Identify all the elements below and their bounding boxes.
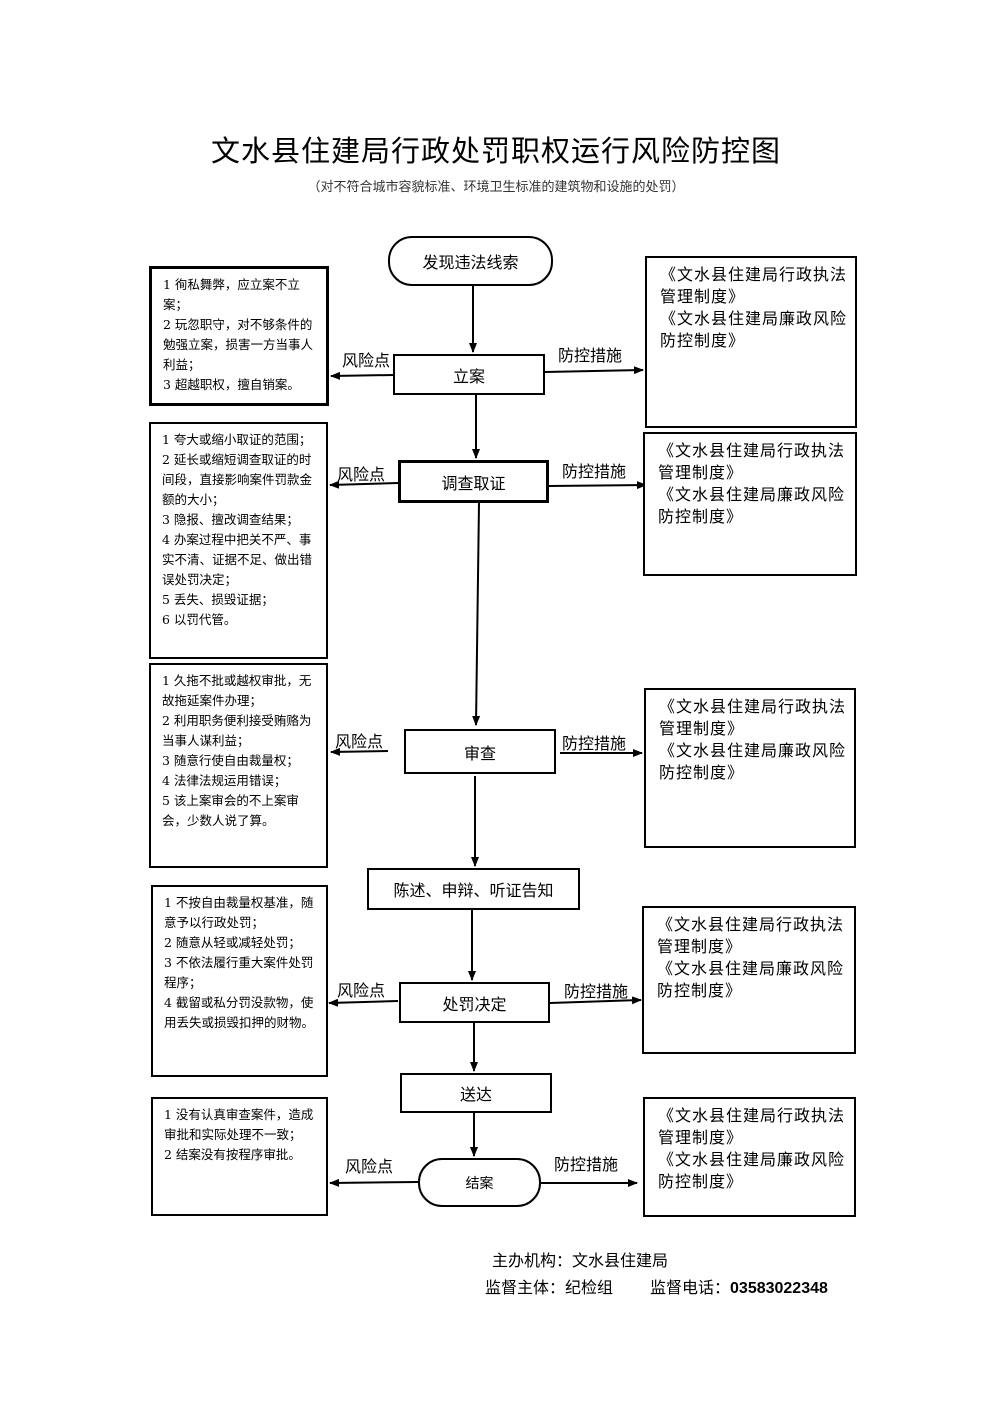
risk-item: 3 隐报、擅改调查结果； bbox=[162, 512, 299, 527]
risk-label-review: 风险点 bbox=[335, 732, 384, 751]
risk-box-investigate: 1 夸大或缩小取证的范围； 2 延长或缩短调查取证的时间段，直接影响案件罚款金额… bbox=[149, 422, 328, 659]
footer-phone-number: 03583022348 bbox=[730, 1280, 828, 1297]
arrow-investigate-risk bbox=[329, 480, 399, 489]
risk-item: 1 徇私舞弊，应立案不立案； bbox=[163, 277, 300, 312]
risk-item: 5 丢失、损毁证据； bbox=[162, 592, 274, 607]
control-item: 《文水县住建局行政执法管理制度》 bbox=[657, 915, 845, 956]
risk-item: 2 利用职务便利接受贿赂为当事人谋利益； bbox=[162, 713, 312, 748]
risk-box-decide: 1 不按自由裁量权基准，随意予以行政处罚； 2 随意从轻或减轻处罚； 3 不依法… bbox=[151, 885, 328, 1077]
arrow-review-risk bbox=[330, 747, 389, 756]
control-box-close: 《文水县住建局行政执法管理制度》 《文水县住建局廉政风险防控制度》 bbox=[643, 1097, 856, 1217]
control-box-decide: 《文水县住建局行政执法管理制度》 《文水县住建局廉政风险防控制度》 bbox=[642, 906, 856, 1054]
risk-item: 4 截留或私分罚没款物，使用丢失或损毁扣押的财物。 bbox=[164, 995, 315, 1030]
arrow-decide-control bbox=[549, 996, 642, 1005]
risk-item: 1 久拖不批或越权审批，无故拖延案件办理； bbox=[162, 673, 312, 708]
arrow-close-risk bbox=[329, 1178, 419, 1187]
risk-label-decide: 风险点 bbox=[337, 981, 386, 1000]
risk-item: 3 随意行使自由裁量权； bbox=[162, 753, 299, 768]
control-label-decide: 防控措施 bbox=[564, 982, 629, 1001]
control-item: 《文水县住建局行政执法管理制度》 bbox=[660, 265, 848, 306]
footer-phone-label: 监督电话： bbox=[650, 1278, 731, 1297]
risk-item: 1 夸大或缩小取证的范围； bbox=[162, 432, 312, 447]
control-label-review: 防控措施 bbox=[562, 734, 627, 753]
risk-item: 1 不按自由裁量权基准，随意予以行政处罚； bbox=[164, 895, 314, 930]
risk-item: 2 随意从轻或减轻处罚； bbox=[164, 935, 301, 950]
page-subtitle: （对不符合城市容貌标准、环境卫生标准的建筑物和设施的处罚） bbox=[307, 180, 685, 195]
step-investigate: 调查取证 bbox=[398, 460, 549, 503]
risk-item: 3 不依法履行重大案件处罚程序； bbox=[164, 955, 314, 990]
control-item: 《文水县住建局廉政风险防控制度》 bbox=[658, 1150, 846, 1191]
control-label-close: 防控措施 bbox=[554, 1155, 619, 1174]
control-box-investigate: 《文水县住建局行政执法管理制度》 《文水县住建局廉政风险防控制度》 bbox=[643, 432, 857, 576]
arrow-investigate-control bbox=[548, 481, 647, 490]
risk-box-file: 1 徇私舞弊，应立案不立案； 2 玩忽职守，对不够条件的勉强立案，损害一方当事人… bbox=[149, 266, 329, 406]
step-decide: 处罚决定 bbox=[399, 982, 550, 1023]
risk-label-close: 风险点 bbox=[345, 1157, 394, 1176]
control-item: 《文水县住建局廉政风险防控制度》 bbox=[659, 741, 847, 782]
control-item: 《文水县住建局行政执法管理制度》 bbox=[658, 441, 846, 482]
risk-box-review: 1 久拖不批或越权审批，无故拖延案件办理； 2 利用职务便利接受贿赂为当事人谋利… bbox=[149, 663, 328, 868]
arrow-file-risk bbox=[330, 371, 394, 380]
risk-item: 6 以罚代管。 bbox=[162, 612, 237, 627]
risk-item: 2 玩忽职守，对不够条件的勉强立案，损害一方当事人利益； bbox=[163, 317, 314, 372]
risk-label-investigate: 风险点 bbox=[337, 465, 386, 484]
risk-item: 3 超越职权，擅自销案。 bbox=[163, 377, 300, 392]
risk-item: 4 办案过程中把关不严、事实不清、证据不足、做出错误处罚决定； bbox=[162, 532, 313, 587]
step-discover: 发现违法线索 bbox=[388, 236, 553, 286]
step-review: 审查 bbox=[404, 729, 556, 774]
control-label-investigate: 防控措施 bbox=[562, 462, 627, 481]
step-deliver: 送达 bbox=[400, 1073, 552, 1113]
control-item: 《文水县住建局行政执法管理制度》 bbox=[658, 1106, 846, 1147]
control-label-file: 防控措施 bbox=[558, 346, 623, 365]
footer-organizer: 主办机构：文水县住建局 bbox=[492, 1251, 669, 1270]
control-box-file: 《文水县住建局行政执法管理制度》 《文水县住建局廉政风险防控制度》 bbox=[645, 256, 857, 428]
risk-item: 2 结案没有按程序审批。 bbox=[164, 1147, 301, 1162]
page-title: 文水县住建局行政处罚职权运行风险防控图 bbox=[210, 134, 781, 168]
control-item: 《文水县住建局廉政风险防控制度》 bbox=[658, 485, 846, 526]
risk-item: 5 该上案审会的不上案审会，少数人说了算。 bbox=[162, 793, 299, 828]
footer-phone-row: 监督电话：03583022348 bbox=[650, 1274, 828, 1298]
step-notify: 陈述、申辩、听证告知 bbox=[367, 868, 580, 910]
arrow-decide-risk bbox=[328, 998, 399, 1007]
arrow-investigate-to-review bbox=[472, 502, 481, 726]
control-item: 《文水县住建局廉政风险防控制度》 bbox=[657, 959, 845, 1000]
control-box-review: 《文水县住建局行政执法管理制度》 《文水县住建局廉政风险防控制度》 bbox=[644, 688, 856, 848]
control-item: 《文水县住建局廉政风险防控制度》 bbox=[660, 309, 848, 350]
risk-box-close: 1 没有认真审查案件，造成审批和实际处理不一致； 2 结案没有按程序审批。 bbox=[151, 1097, 328, 1216]
step-close: 结案 bbox=[418, 1158, 541, 1207]
risk-label-file: 风险点 bbox=[342, 351, 391, 370]
arrow-file-control bbox=[544, 366, 644, 375]
risk-item: 4 法律法规运用错误； bbox=[162, 773, 287, 788]
risk-item: 2 延长或缩短调查取证的时间段，直接影响案件罚款金额的大小； bbox=[162, 452, 313, 507]
step-file: 立案 bbox=[393, 354, 545, 395]
risk-item: 1 没有认真审查案件，造成审批和实际处理不一致； bbox=[164, 1107, 314, 1142]
footer-supervisor: 监督主体：纪检组 bbox=[485, 1278, 614, 1297]
control-item: 《文水县住建局行政执法管理制度》 bbox=[659, 697, 847, 738]
